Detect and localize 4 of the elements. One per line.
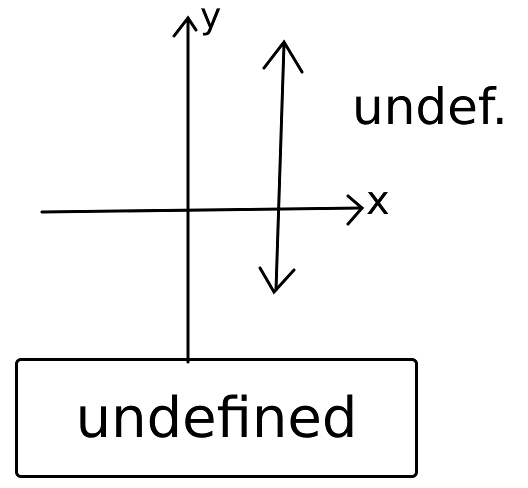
annotation-text: undef. (352, 78, 508, 136)
axis-label: y (200, 0, 222, 37)
axis-label: x (366, 178, 390, 224)
text-box: undefined (15, 358, 418, 478)
